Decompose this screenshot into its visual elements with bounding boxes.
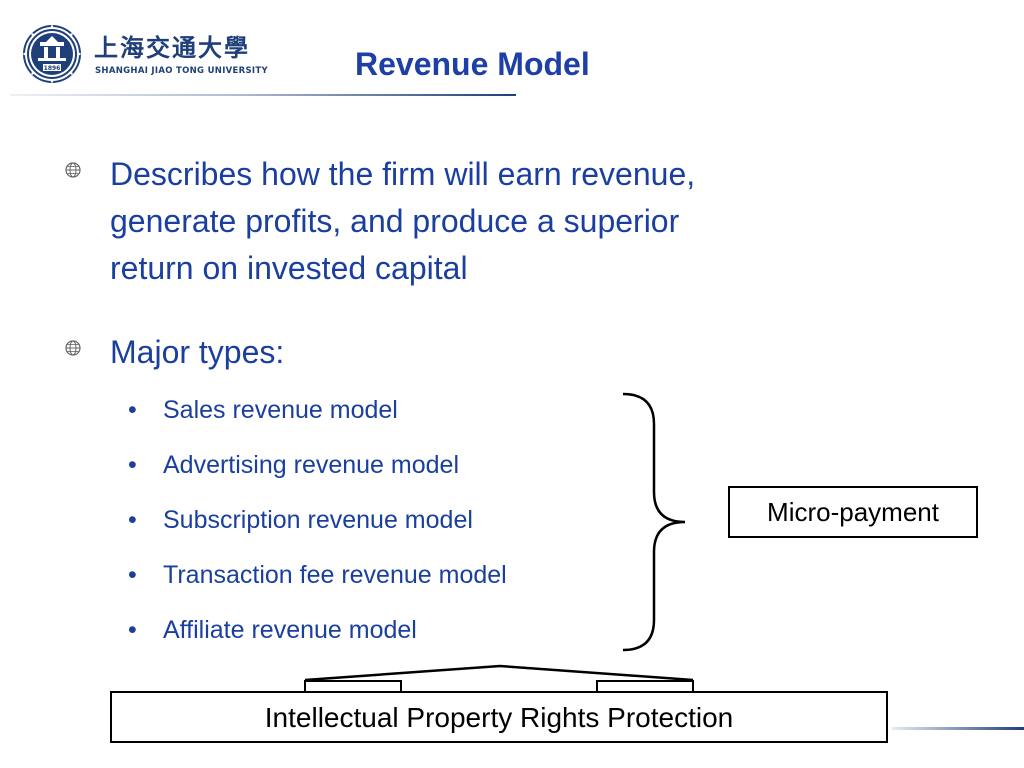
globe-bullet-icon: [65, 340, 81, 356]
bullet-dot: •: [128, 561, 137, 589]
bullet-dot: •: [128, 451, 137, 479]
header-divider: [10, 94, 516, 96]
seal-year: 1896: [44, 65, 61, 72]
list-item-label: Transaction fee revenue model: [163, 561, 507, 589]
slide-title: Revenue Model: [355, 46, 590, 82]
globe-bullet-icon: [65, 162, 81, 178]
list-item-label: Sales revenue model: [163, 396, 398, 424]
micro-payment-box: Micro-payment: [728, 486, 978, 538]
university-seal-icon: 1896: [23, 25, 81, 83]
ipr-protection-box: Intellectual Property Rights Protection: [110, 691, 888, 743]
bullet-line: generate profits, and produce a superior: [110, 203, 680, 239]
bullet-line: return on invested capital: [110, 250, 468, 286]
bullet-description: Describes how the firm will earn revenue…: [110, 151, 695, 292]
bullet-major-types: Major types:: [110, 329, 284, 376]
list-item-label: Subscription revenue model: [163, 506, 473, 534]
bullet-dot: •: [128, 396, 137, 424]
list-item-label: Affiliate revenue model: [163, 616, 417, 644]
right-curly-brace: [622, 392, 686, 652]
bullet-dot: •: [128, 616, 137, 644]
bullet-dot: •: [128, 506, 137, 534]
university-logo: 1896 上海交通大學 SHANGHAI JIAO TONG UNIVERSIT…: [22, 22, 268, 84]
ipr-roof-bracket: [304, 664, 694, 682]
university-english-name: SHANGHAI JIAO TONG UNIVERSITY: [95, 66, 268, 76]
university-chinese-name: 上海交通大學: [94, 33, 250, 62]
footer-decoration-line: [892, 727, 1024, 730]
bullet-line: Describes how the firm will earn revenue…: [110, 156, 696, 192]
list-item-label: Advertising revenue model: [163, 451, 459, 479]
bullet-line: Major types:: [110, 334, 285, 370]
